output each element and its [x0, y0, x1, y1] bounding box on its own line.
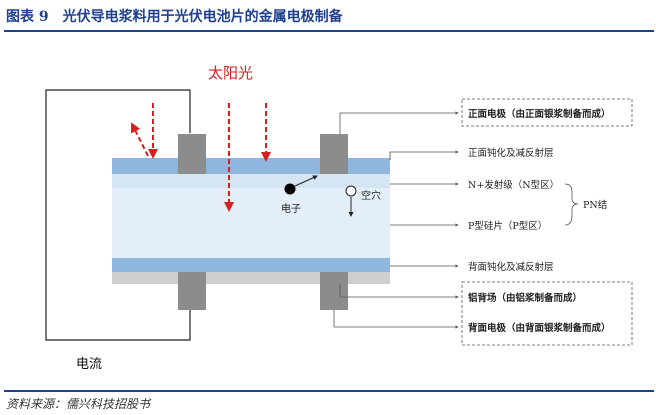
front-electrode-callout — [461, 98, 633, 127]
electron-label: 电子 — [281, 202, 301, 215]
hole-icon — [345, 185, 357, 197]
electron-icon — [284, 183, 296, 195]
label-back-passivation: 背面钝化及减反射层 — [468, 261, 554, 273]
title-divider — [4, 30, 654, 32]
n-emitter-layer — [112, 174, 390, 188]
p-silicon-wafer — [112, 188, 390, 258]
source-note: 资料来源：儒兴科技招股书 — [6, 397, 151, 411]
front-electrode-right — [320, 134, 348, 174]
pn-junction-brace — [564, 183, 579, 226]
back-electrode-right — [320, 272, 348, 310]
label-back-electrode: 背面电极（由背面银浆制备而成） — [468, 322, 611, 334]
electron-arrow-icon — [294, 175, 318, 187]
leader-lines — [333, 111, 459, 329]
label-n-emitter: N+发射级（N型区） — [468, 179, 559, 191]
footer-divider — [4, 390, 654, 392]
hole-label: 空穴 — [361, 189, 381, 202]
back-electrode-left — [178, 272, 206, 310]
back-passivation-layer — [112, 258, 390, 272]
front-electrode-left — [178, 134, 206, 174]
circuit-wire — [45, 89, 191, 341]
label-front-electrode: 正面电极（由正面银浆制备而成） — [468, 108, 611, 120]
sunlight-rays — [131, 103, 271, 212]
page-title: 图表 9 光伏导电浆料用于光伏电池片的金属电极制备 — [6, 9, 343, 25]
aluminum-bsf-layer — [112, 272, 390, 284]
front-passivation-layer — [112, 158, 390, 174]
sunlight-label: 太阳光 — [208, 64, 253, 82]
label-pn-junction: PN结 — [583, 199, 607, 211]
label-al-bsf: 铝背场（由铝浆制备而成） — [468, 292, 582, 304]
label-p-wafer: P型硅片（P型区） — [468, 220, 547, 232]
current-label: 电流 — [76, 357, 102, 372]
back-callout — [461, 281, 633, 346]
label-front-passivation: 正面钝化及减反射层 — [468, 147, 554, 159]
